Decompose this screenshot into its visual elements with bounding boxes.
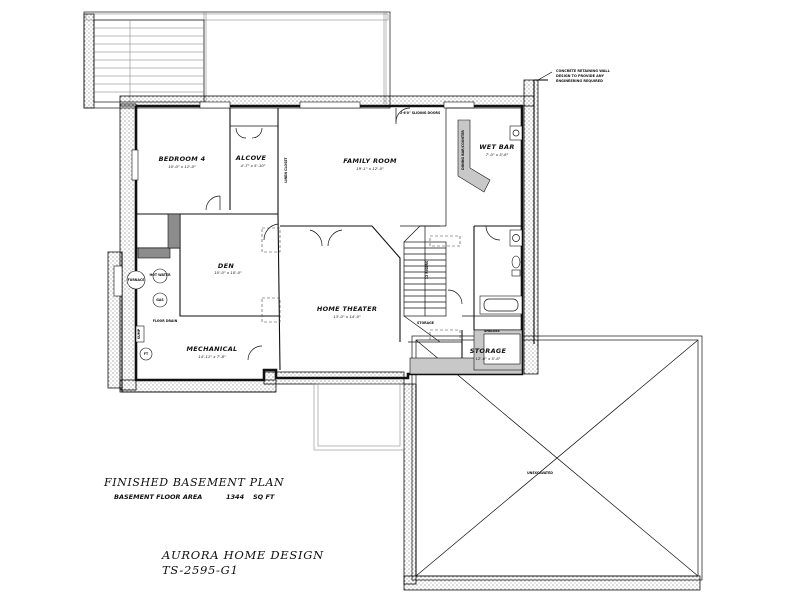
ft-label: FT [144, 352, 149, 356]
plan-number: TS-2595-G1 [162, 563, 239, 577]
bathroom-fixtures [479, 229, 523, 315]
upper-deck [83, 11, 391, 109]
area-unit: SQ FT [253, 493, 275, 501]
area-label: BASEMENT FLOOR AREA [114, 493, 202, 501]
linen-closet-label: LINEN CLOSET [284, 156, 288, 182]
dining-bar-label: DINING BAR/COUNTER [461, 130, 465, 170]
storage-dims: 12'-0" x 5'-6" [475, 356, 500, 361]
closet-fill-2 [167, 213, 181, 249]
home-theater-dims: 13'-0" x 14'-0" [333, 314, 361, 319]
family-room-name: FAMILY ROOM [343, 157, 397, 165]
windows [113, 101, 475, 297]
family-room-dims: 19'-1" x 12'-0" [356, 166, 384, 171]
doors [205, 107, 501, 361]
home-theater-name: HOME THEATER [317, 305, 377, 313]
storage-small-label: STORAGE [417, 321, 434, 325]
lower-patio [313, 383, 405, 451]
wet-bar-counter [446, 107, 523, 193]
storage-name: STORAGE [470, 347, 507, 355]
brand-name: AURORA HOME DESIGN [161, 548, 324, 562]
sliding-doors-label: 2-6'0" SLIDING DOORS [400, 111, 441, 115]
wet-bar-dims: 7'-0" x 5'-6" [486, 152, 509, 157]
closet-fill [137, 247, 171, 259]
retaining-wall-note-1: CONCRETE RETAINING WALL [556, 69, 611, 73]
retaining-wall-note-2: DESIGN TO PROVIDE ANY [556, 74, 605, 78]
shelves-label: SHELVES [484, 329, 500, 333]
area-value: 1344 [226, 493, 245, 501]
den-dims: 10'-0" x 10'-0" [214, 270, 242, 275]
dashed-lines [261, 227, 461, 341]
bedroom-dims: 10'-0" x 11'-0" [168, 164, 196, 169]
unexcavated-label: UNEXCAVATED [527, 471, 553, 475]
sump-label: SUMP [137, 328, 141, 339]
floor-drain-label: FLOOR DRAIN [153, 319, 178, 323]
bedroom-name: BEDROOM 4 [159, 155, 206, 163]
furnace-label: FURNACE [128, 278, 145, 282]
plan-title: FINISHED BASEMENT PLAN [103, 476, 284, 489]
stair-risers-label: 12 RISERS [425, 260, 429, 279]
alcove-dims: 4'-7" x 5'-10" [240, 163, 265, 168]
gas-label: GAS [156, 298, 164, 302]
interior-stairs [403, 225, 447, 343]
exterior-stairs [93, 19, 205, 103]
alcove-name: ALCOVE [235, 154, 267, 162]
mechanical-dims: 14'-11" x 7'-8" [198, 354, 226, 359]
mechanical-name: MECHANICAL [187, 345, 238, 353]
hot-water-label: HOT WATER [149, 273, 171, 277]
wet-bar-name: WET BAR [479, 143, 514, 151]
storage-inner [483, 333, 521, 365]
den-name: DEN [218, 262, 234, 270]
mechanical-fixtures [126, 268, 168, 361]
retaining-wall-note-3: ENGINEERING REQUIRED [556, 79, 603, 83]
unexcavated-area [411, 335, 703, 581]
